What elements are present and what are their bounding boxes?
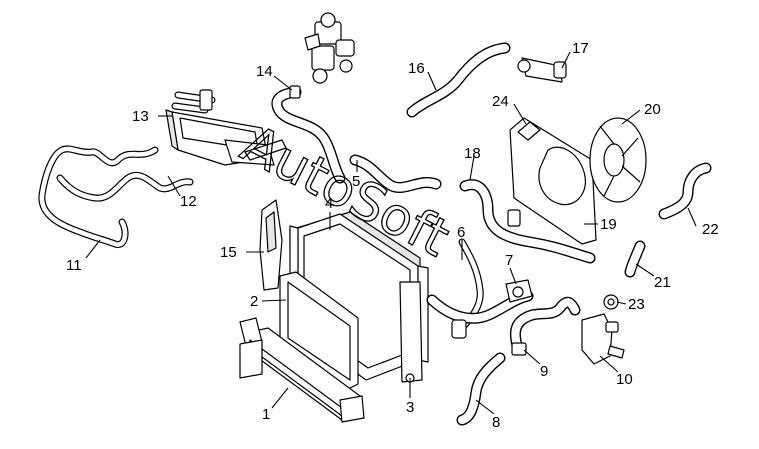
part-9-hose: [509, 296, 581, 356]
part-5-hose: [349, 154, 442, 193]
part-13-oil-cooler: [165, 89, 287, 166]
callouts: 1 2 3 4 5 6 7 8 9 10 11 12 13 14 15 16 1…: [66, 40, 719, 431]
callout-16: 16: [408, 60, 425, 77]
callout-2: 2: [250, 293, 258, 310]
callout-1: 1: [262, 406, 270, 423]
part-7-connector: [505, 279, 533, 303]
callout-8: 8: [492, 414, 500, 431]
part-10-valve: [581, 313, 625, 365]
callout-20: 20: [644, 101, 661, 118]
callout-23: 23: [628, 296, 645, 313]
part-14-hose: [271, 85, 346, 184]
part-1-intercooler: [239, 317, 365, 423]
thermostat-housing: [304, 12, 355, 84]
callout-21: 21: [654, 274, 671, 291]
leader-lines: [85, 51, 697, 415]
callout-12: 12: [180, 193, 197, 210]
part-16-hose: [406, 42, 511, 118]
part-8-hose: [456, 352, 506, 426]
part-22-hose: [658, 162, 712, 220]
callout-22: 22: [702, 221, 719, 238]
callout-24: 24: [492, 93, 509, 110]
callout-7: 7: [505, 252, 513, 269]
part-3-radiator-tank: [399, 281, 423, 383]
lower-pipe-assembly: [426, 290, 534, 339]
callout-17: 17: [572, 40, 589, 57]
callout-18: 18: [464, 145, 481, 162]
callout-6: 6: [457, 224, 465, 241]
part-21-hose: [624, 240, 646, 278]
part-18-hose: [459, 179, 596, 264]
callout-13: 13: [132, 108, 149, 125]
callout-15: 15: [220, 244, 237, 261]
part-15-bracket: [259, 199, 283, 291]
callout-11: 11: [66, 257, 82, 274]
callout-19: 19: [600, 216, 617, 233]
callout-5: 5: [352, 173, 360, 190]
part-19-fan-shroud: [507, 117, 597, 245]
part-23-cap: [603, 294, 619, 310]
callout-10: 10: [616, 371, 633, 388]
part-17-sensor: [517, 57, 567, 83]
callout-14: 14: [256, 63, 273, 80]
callout-4: 4: [325, 195, 333, 212]
part-20-fan: [589, 117, 647, 203]
callout-9: 9: [540, 363, 548, 380]
callout-3: 3: [406, 399, 414, 416]
part-11-coolant-pipe: [38, 145, 194, 249]
